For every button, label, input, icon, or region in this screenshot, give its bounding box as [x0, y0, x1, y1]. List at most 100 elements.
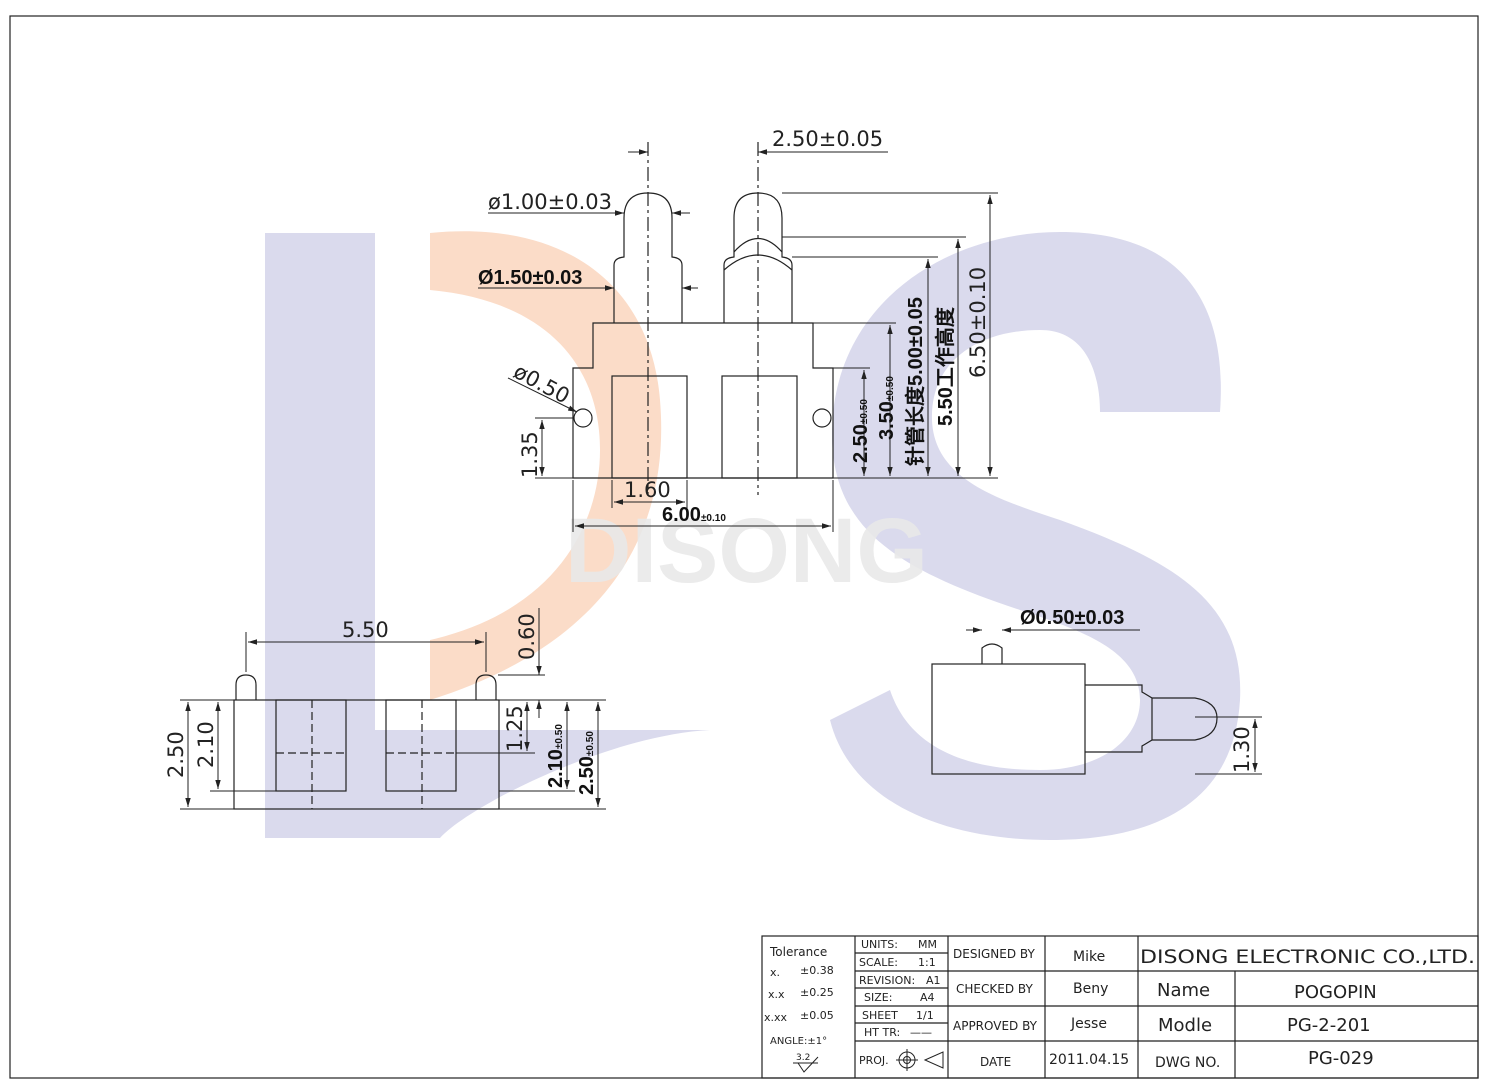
- date-label: DATE: [980, 1055, 1011, 1069]
- bottom-body: [233, 699, 500, 810]
- checked-by-label: CHECKED BY: [956, 982, 1033, 996]
- bottom-view-labels: 5.50 0.60 2.50 2.10 1.25 2.10±0.50 2.50±…: [164, 613, 598, 795]
- dim-tube-length-label: 针管长度5.00±0.05: [903, 297, 927, 466]
- side-tip: [1152, 697, 1218, 741]
- tolerance-title: Tolerance: [769, 945, 827, 959]
- part-name: POGOPIN: [1294, 982, 1377, 1003]
- front-hole-right: [812, 408, 832, 428]
- designed-by-label: DESIGNED BY: [953, 947, 1035, 961]
- watermark-text: DISONG: [565, 500, 928, 602]
- roughness-icon: [793, 1056, 819, 1073]
- dim-slot-height-label: 1.25: [503, 705, 527, 752]
- dim-body-width-main: 6.00: [662, 504, 701, 526]
- dim-h250b-tol: ±0.50: [585, 731, 596, 756]
- dwg-no-value: PG-029: [1308, 1048, 1374, 1069]
- dim-pin-width-label: 1.60: [624, 478, 671, 502]
- scale-label: SCALE:: [859, 956, 898, 969]
- dim-h250b-main: 2.50: [576, 756, 598, 795]
- dim-pitch-label: 2.50±0.05: [772, 127, 883, 151]
- dim-peg-diameter-label: Ø0.50±0.03: [1020, 607, 1124, 629]
- dwg-no-label: DWG NO.: [1155, 1055, 1220, 1071]
- dim-h350-tol: ±0.50: [885, 376, 896, 401]
- dim-working-height-label: 5.50工作高度: [933, 306, 957, 426]
- angle-tolerance: ANGLE:±1°: [770, 1036, 827, 1047]
- front-pin-slot-left: [611, 375, 688, 479]
- company-name: DISONG ELECTRONIC CO.,LTD.: [1140, 946, 1475, 968]
- size-label: SIZE:: [864, 991, 892, 1004]
- dim-h210-label: 2.10±0.50: [545, 724, 567, 788]
- bottom-slot-left: [275, 699, 347, 792]
- units-label: UNITS:: [861, 938, 898, 951]
- model-label: Modle: [1158, 1015, 1212, 1036]
- dim-peg-height-label: 0.60: [515, 613, 539, 660]
- projection-symbol-icon: [896, 1049, 944, 1071]
- dim-hole-diameter-label: ø0.50: [510, 359, 574, 408]
- dim-body-height-label: 2.10: [194, 721, 218, 768]
- dim-barrel-diameter-label: Ø1.50±0.03: [478, 267, 582, 289]
- size-value: A4: [920, 991, 935, 1004]
- tol-row-value: ±0.25: [800, 986, 834, 999]
- title-block: Tolerance x. ±0.38 x.x ±0.25 x.xx ±0.05 …: [761, 935, 1479, 1079]
- dim-h250-tol: ±0.50: [859, 399, 870, 424]
- model-value: PG-2-201: [1287, 1015, 1371, 1036]
- sheet-label: SHEET: [862, 1009, 898, 1022]
- dim-hole-height-label: 1.35: [518, 431, 542, 478]
- side-barrel: [1085, 684, 1153, 753]
- tol-row-value: ±0.38: [800, 964, 834, 977]
- bottom-slot-right: [385, 699, 457, 792]
- date-value: 2011.04.15: [1049, 1052, 1129, 1068]
- dim-total-height-tol: ±0.10: [966, 267, 990, 331]
- name-label: Name: [1157, 980, 1210, 1001]
- front-pin-slot-right: [721, 375, 798, 479]
- title-block-frame: [761, 935, 1479, 1079]
- dim-h250-main: 2.50: [850, 424, 872, 463]
- watermark: DISONG: [265, 231, 1241, 840]
- dim-body-width-label: 6.00±0.10: [662, 504, 726, 526]
- dim-overall-height-label: 2.50: [164, 731, 188, 778]
- bottom-peg-left: [235, 674, 257, 700]
- front-view: [572, 142, 834, 495]
- sheet-value: 1/1: [916, 1009, 934, 1022]
- roughness-value: 3.2: [796, 1053, 810, 1063]
- designed-by-name: Mike: [1073, 949, 1105, 965]
- checked-by-name: Beny: [1073, 981, 1108, 997]
- scale-value: 1:1: [918, 956, 936, 969]
- bottom-view: [233, 674, 500, 810]
- dim-h250b-label: 2.50±0.50: [576, 731, 598, 795]
- dim-h350-label: 3.50±0.50: [876, 376, 898, 440]
- dim-line: [507, 377, 578, 413]
- dim-tip-diameter-label: ø1.00±0.03: [488, 190, 612, 214]
- revision-value: A1: [926, 974, 941, 987]
- tol-row-label: x.: [770, 966, 780, 979]
- dim-total-height-main: 6.50: [966, 331, 990, 378]
- side-peg: [981, 643, 1003, 664]
- watermark-letter-s-blue: [830, 232, 1241, 840]
- httr-value: ——: [910, 1026, 932, 1039]
- dim-h210-tol: ±0.50: [554, 724, 565, 749]
- tol-row-label: x.xx: [764, 1011, 788, 1024]
- watermark-letter-d-blue: [265, 233, 710, 838]
- drawing-border: [9, 15, 1479, 1079]
- dim-h210-main: 2.10: [545, 749, 567, 788]
- bottom-peg-right: [475, 674, 497, 700]
- units-value: MM: [918, 938, 937, 951]
- side-body: [931, 663, 1086, 775]
- side-view-dimensions: [966, 627, 1262, 775]
- side-view: [931, 643, 1218, 775]
- revision-label: REVISION:: [859, 974, 915, 987]
- dim-body-width-tol: ±0.10: [701, 513, 726, 524]
- front-view-dimensions: [478, 149, 998, 532]
- front-pin-right-head-arc: [733, 238, 783, 253]
- side-view-labels: Ø0.50±0.03 1.30: [1020, 607, 1254, 773]
- watermark-letter-d-orange: [430, 231, 662, 701]
- dim-h350-main: 3.50: [876, 401, 898, 440]
- approved-by-label: APPROVED BY: [953, 1019, 1038, 1033]
- dim-tip-height-label: 1.30: [1230, 726, 1254, 773]
- tol-row-label: x.x: [768, 988, 785, 1001]
- httr-label: HT TR:: [864, 1026, 900, 1039]
- dim-total-height-label: 6.50±0.10: [966, 267, 990, 378]
- bottom-view-dimensions: [180, 608, 606, 810]
- approved-by-name: Jesse: [1070, 1016, 1107, 1032]
- tol-row-value: ±0.05: [800, 1009, 834, 1022]
